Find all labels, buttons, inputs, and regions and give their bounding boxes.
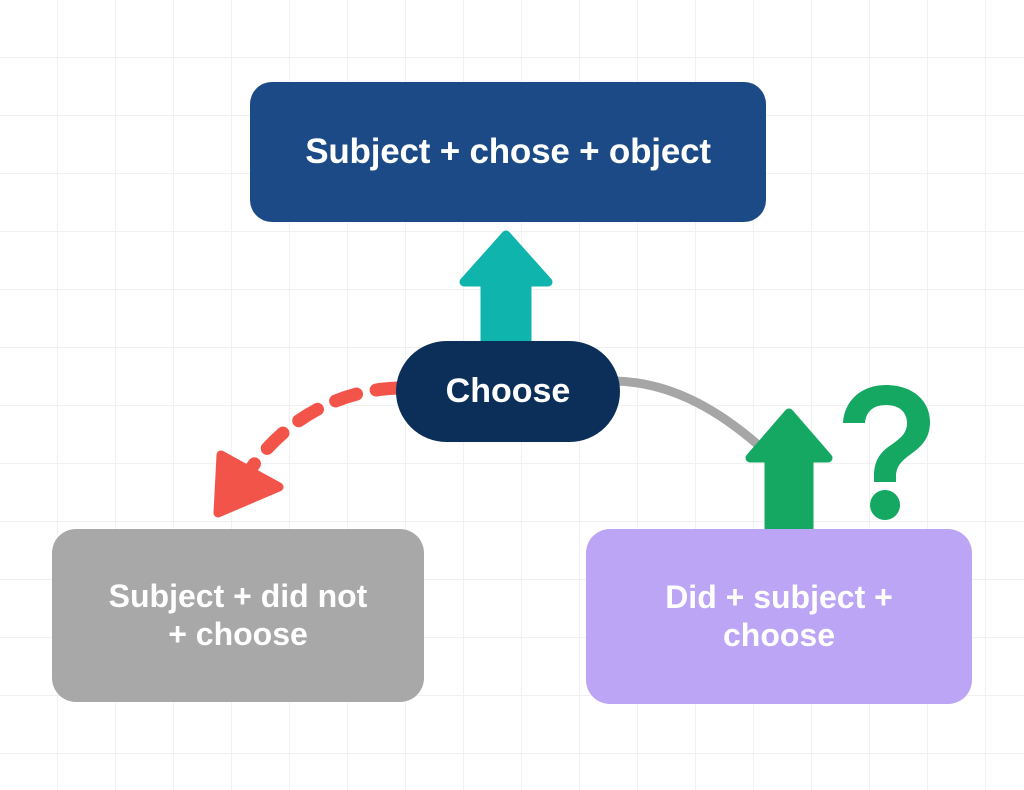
choose-verb-pill[interactable]: Choose <box>396 341 620 442</box>
choose-verb-label: Choose <box>445 372 571 411</box>
question-mark-icon <box>843 385 930 520</box>
green-up-arrow-icon <box>745 408 833 543</box>
question-sentence-label: Did + subject + choose <box>665 578 893 653</box>
negative-sentence-label: Subject + did not + choose <box>108 577 368 652</box>
question-sentence-box[interactable]: Did + subject + choose <box>586 529 972 704</box>
negative-sentence-box[interactable]: Subject + did not + choose <box>52 529 424 702</box>
affirmative-sentence-label: Subject + chose + object <box>305 132 711 172</box>
red-arrowhead-icon <box>213 450 284 518</box>
affirmative-sentence-box[interactable]: Subject + chose + object <box>250 82 766 222</box>
red-dashed-curve <box>243 381 405 477</box>
teal-up-arrow-icon <box>459 230 553 353</box>
